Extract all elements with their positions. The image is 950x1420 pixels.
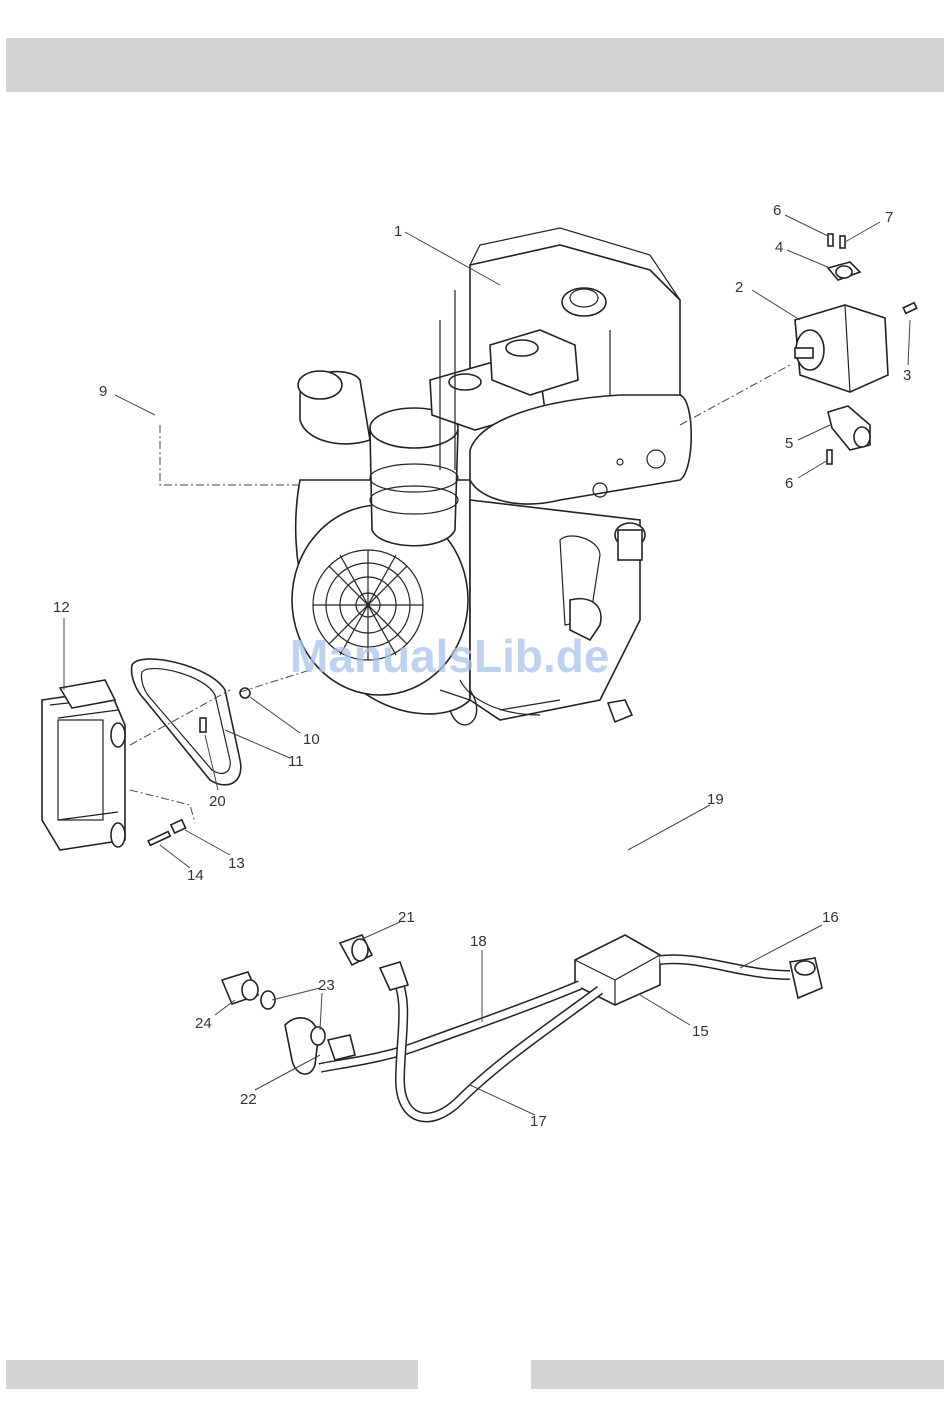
callout-3: 3 (903, 367, 911, 384)
callout-13: 13 (228, 855, 245, 872)
callout-7: 7 (885, 209, 893, 226)
callout-14: 14 (187, 867, 204, 884)
watermark-text: ManualsLib.de (290, 630, 609, 682)
callout-17: 17 (530, 1113, 547, 1130)
callout-21: 21 (398, 909, 415, 926)
callout-20: 20 (209, 793, 226, 810)
callout-6-bottom: 6 (785, 475, 793, 492)
callout-9: 9 (99, 383, 107, 400)
callout-22: 22 (240, 1091, 257, 1108)
callout-6-top: 6 (773, 202, 781, 219)
callout-11: 11 (288, 753, 304, 770)
callout-16: 16 (822, 909, 839, 926)
callout-1: 1 (394, 223, 402, 240)
callout-15: 15 (692, 1023, 709, 1040)
oil-cooler-drawing (42, 659, 250, 850)
hydraulic-pump-drawing (795, 234, 917, 464)
callout-4: 4 (775, 239, 783, 256)
callout-10: 10 (303, 731, 320, 748)
callout-19: 19 (707, 791, 724, 808)
callout-2: 2 (735, 279, 743, 296)
callout-12: 12 (53, 599, 70, 616)
callout-23: 23 (318, 977, 335, 994)
callout-18: 18 (470, 933, 487, 950)
hose-assembly-drawing (222, 700, 822, 1117)
callout-5: 5 (785, 435, 793, 452)
callout-24: 24 (195, 1015, 212, 1032)
